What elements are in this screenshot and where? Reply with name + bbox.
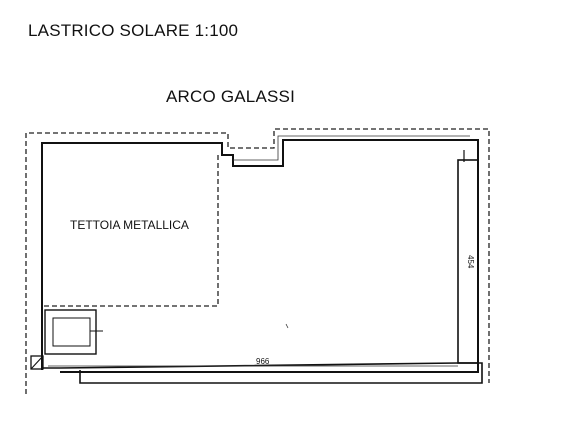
dashed-outer-boundary	[25, 128, 490, 394]
dimension-height-label: 454	[466, 255, 475, 269]
stair-box-inner	[52, 317, 91, 347]
shaft-square	[30, 355, 44, 370]
drawing-subtitle: ARCO GALASSI	[166, 87, 295, 106]
drawing-title: LASTRICO SOLARE 1:100	[28, 21, 239, 40]
canopy-outline	[44, 155, 219, 307]
shaft-diagonal	[30, 355, 44, 370]
wall-inner-line	[233, 135, 470, 161]
bottom-sloped-wall	[59, 362, 483, 384]
wall-outline	[41, 139, 479, 373]
dimension-width-label: 966	[256, 357, 270, 366]
room-label: TETTOIA METALLICA	[70, 218, 189, 232]
stray-mark	[285, 323, 289, 329]
